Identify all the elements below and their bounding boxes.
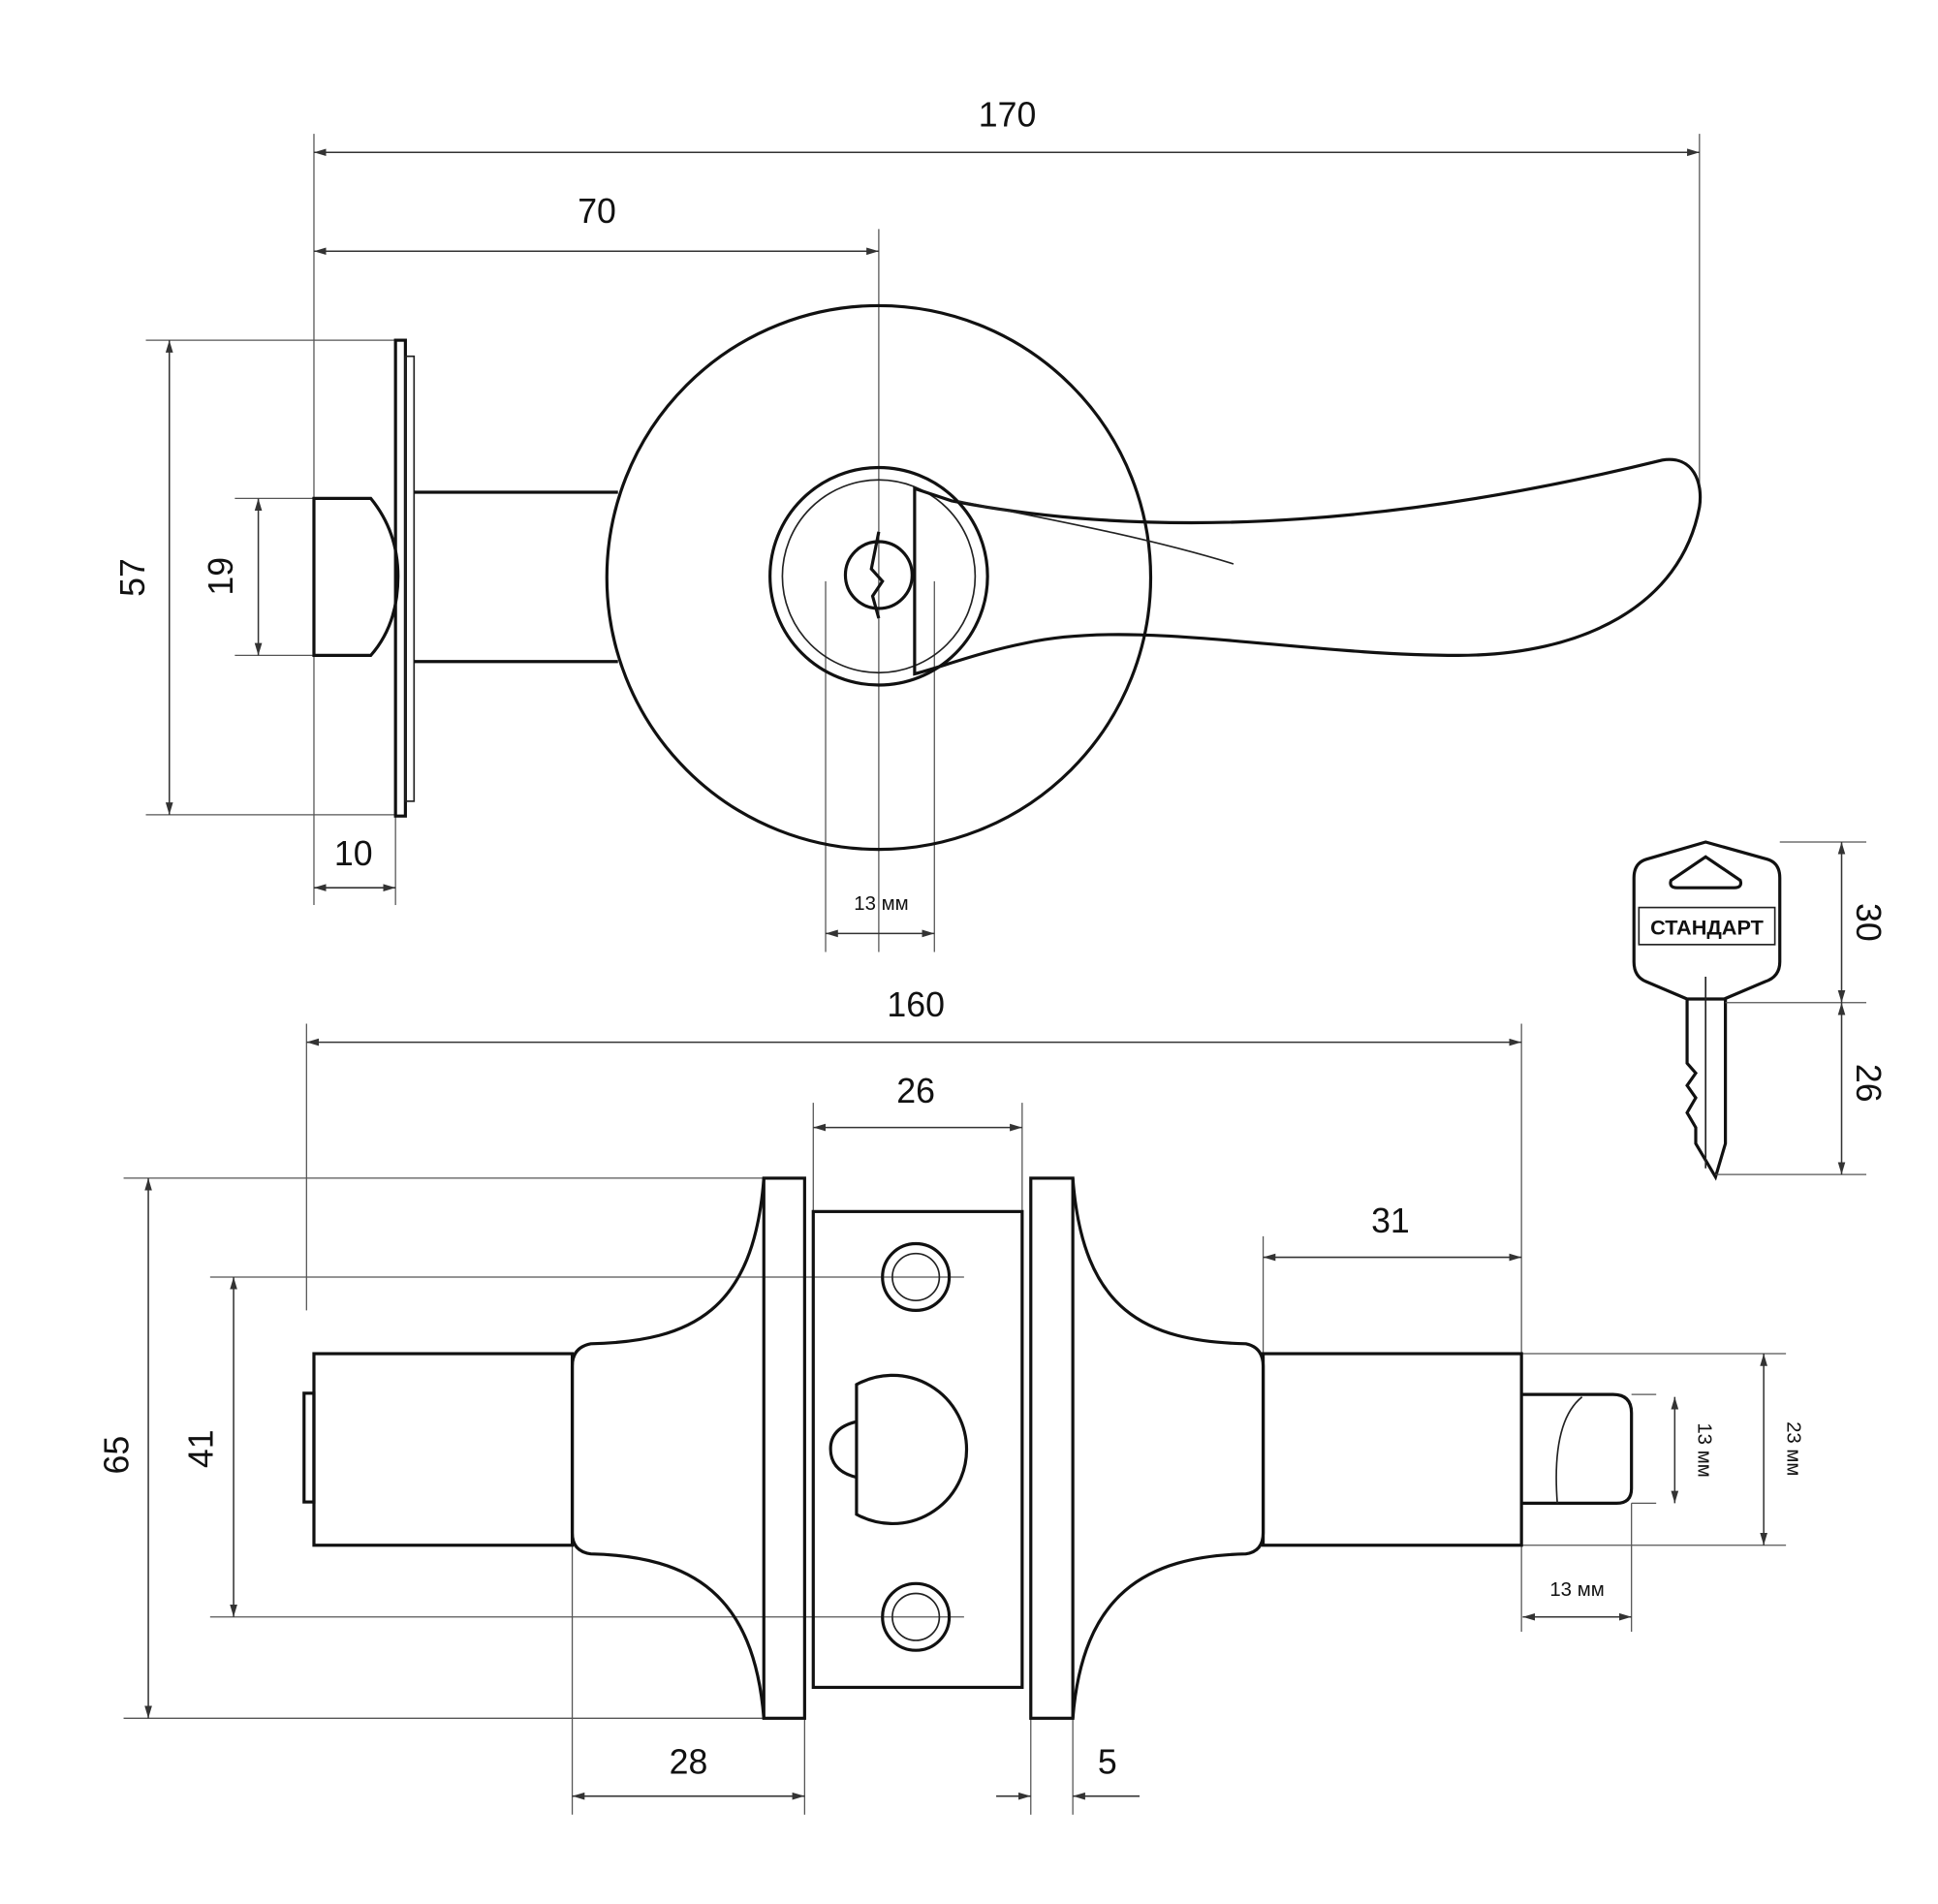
right-spindle xyxy=(1261,1352,1523,1547)
dim-70-label: 70 xyxy=(578,192,616,231)
cylinder-ring xyxy=(768,465,989,687)
dim-10-label: 10 xyxy=(334,834,373,873)
right-rose-flare xyxy=(1071,1177,1266,1719)
dim-31-label: 31 xyxy=(1371,1202,1410,1240)
dim-5-label: 5 xyxy=(1098,1743,1117,1782)
dim-key-26-label: 26 xyxy=(1849,1064,1888,1103)
dim-170-label: 170 xyxy=(979,95,1037,134)
left-cylinder xyxy=(312,1352,575,1547)
key-blade xyxy=(1685,998,1728,1181)
dim-13mm-label: 13 мм xyxy=(854,893,908,915)
faceplate xyxy=(811,1209,1024,1690)
screw-bottom xyxy=(881,1581,952,1652)
dim-19-label: 19 xyxy=(202,557,240,596)
left-rose-plate xyxy=(762,1176,806,1720)
rose xyxy=(605,303,1153,852)
dim-57-label: 57 xyxy=(113,558,152,597)
dim-65-label: 65 xyxy=(98,1436,137,1475)
screw-top xyxy=(881,1241,952,1312)
latch-bolt-side xyxy=(1522,1392,1634,1505)
dim-bolt-height-label: 13 мм xyxy=(1694,1422,1715,1477)
dim-160-label: 160 xyxy=(887,985,945,1024)
latch-bolt xyxy=(312,496,400,657)
bottom-view: 160 26 65 41 31 28 5 13 мм 23 мм 13 мм xyxy=(98,985,1803,1815)
key-label-box xyxy=(1638,906,1776,946)
dim-key-30-label: 30 xyxy=(1849,903,1888,942)
left-rose-flare xyxy=(570,1177,766,1719)
right-rose-plate xyxy=(1029,1176,1075,1720)
dim-23mm-label: 23 мм xyxy=(1782,1421,1803,1476)
latch-plate-inner xyxy=(404,355,416,802)
dim-41-label: 41 xyxy=(181,1429,220,1468)
keyhole xyxy=(843,540,914,610)
top-view: 170 70 57 19 10 13 мм xyxy=(113,95,1703,952)
key-slot-icon xyxy=(869,531,885,619)
latch-opening xyxy=(855,1373,969,1525)
dim-bolt-length-label: 13 мм xyxy=(1549,1579,1604,1601)
dim-26-label: 26 xyxy=(896,1072,935,1110)
lever-handle xyxy=(913,457,1703,676)
key-hole xyxy=(1669,855,1743,890)
key-brand-label: СТАНДАРТ xyxy=(1650,916,1764,940)
key: СТАНДАРТ 30 26 xyxy=(1632,840,1888,1181)
dim-28-label: 28 xyxy=(670,1743,708,1782)
